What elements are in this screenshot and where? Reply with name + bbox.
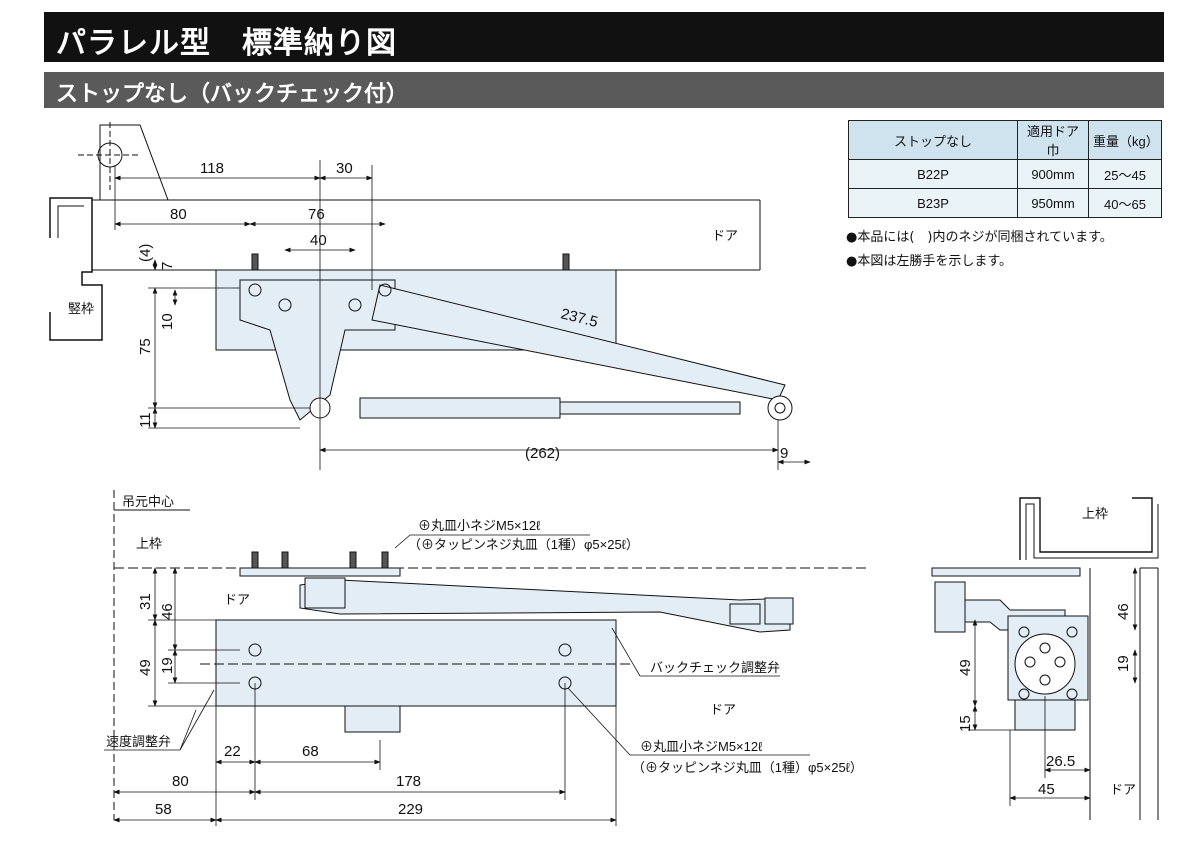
spec-model: B23P [848,188,1018,218]
dim-label: 9 [780,445,788,462]
top-view [49,122,811,470]
dim-label: 49 [137,659,154,676]
top-frame [1019,497,1153,560]
spec-header: ストップなし [848,120,1018,160]
top-frame-inner [1025,503,1159,560]
door-label: ドア [712,228,738,243]
side-frame [49,197,103,341]
dim-label: 15 [957,715,974,732]
dim-label: 40 [310,232,327,249]
side-view [931,497,1159,820]
closer-body [215,619,617,707]
dim-label: 46 [159,603,176,620]
notes: ●本品には( )内のネジが同梱されています。 ●本図は左勝手を示します。 [846,226,1113,274]
dim-label: 58 [155,801,172,818]
spec-table: ストップなし 適用ドア巾 重量（kg） B22P 900mm 25〜45 B23… [848,120,1162,218]
spec-weight: 25〜45 [1088,159,1162,189]
spec-weight: 40〜65 [1088,188,1162,218]
page-title: パラレル型 標準納り図 [56,26,397,61]
door-label: ドア [710,702,736,717]
dim-label: 19 [159,657,176,674]
mount-plate [239,567,401,577]
dim-label: 68 [302,743,319,760]
spec-width: 950mm [1017,188,1089,218]
door-label: ドア [1110,782,1136,797]
page-subtitle: ストップなし（バックチェック付） [56,82,409,107]
spec-header: 重量（kg） [1088,120,1162,160]
dim-label: 76 [308,206,325,223]
spec-model: B22P [848,159,1018,189]
dim-label: 75 [137,338,154,355]
dim-label: 80 [170,206,187,223]
dim-label: 22 [224,743,241,760]
side-mount-plate [931,567,1081,577]
side-view-dims: 46 19 49 15 26.5 45 上枠 ドア [957,506,1136,798]
adjust-rod-thin [559,401,741,415]
top-frame-label: 上枠 [1082,506,1108,521]
center-label: 吊元中心 [122,494,174,509]
spec-header-row: ストップなし 適用ドア巾 重量（kg） [848,120,1162,160]
screw-label: （⊕タッピンネジ丸皿（1種）φ5×25ℓ） [408,537,639,552]
dim-label: 26.5 [1046,753,1075,770]
screw-label: ⊕丸皿小ネジM5×12ℓ [418,518,541,533]
door-label: ドア [224,592,250,607]
spec-row: B22P 900mm 25〜45 [848,159,1162,189]
dim-label: 49 [957,659,974,676]
frame-label: 竪枠 [68,301,94,316]
spec-width: 900mm [1017,159,1089,189]
arm-assembly [299,579,791,633]
dim-label: 80 [172,773,189,790]
dim-label: 46 [1115,603,1132,620]
dim-label: (4) [137,244,154,262]
front-view-dims: 31 46 49 19 22 68 80 178 58 229 吊元中心 上枠 … [106,494,863,818]
spec-row: B23P 950mm 40〜65 [848,188,1162,218]
adjust-rod [359,397,561,419]
side-frame-inner [57,205,84,238]
dim-label: (262) [525,445,560,462]
dim-label: 178 [396,773,421,790]
dim-label: 118 [200,160,224,177]
dim-label: 30 [336,160,353,177]
screw-label: ⊕丸皿小ネジM5×12ℓ [640,739,763,754]
note: ●本図は左勝手を示します。 [846,254,1013,269]
screw-label: （⊕タッピンネジ丸皿（1種）φ5×25ℓ） [632,760,863,775]
speed-valve-label: 速度調整弁 [106,734,171,749]
dim-label: 10 [159,313,176,330]
closer-shaft [344,705,401,733]
dim-label: 31 [137,593,154,610]
top-frame-label: 上枠 [136,536,162,551]
dim-label: 229 [398,801,423,818]
subtitle-bar: ストップなし（バックチェック付） [44,72,1164,108]
dim-label: 11 [137,412,154,428]
backcheck-valve-label: バックチェック調整弁 [650,660,780,675]
dim-label: 19 [1115,655,1132,672]
title-bar: パラレル型 標準納り図 [44,12,1164,62]
note: ●本品には( )内のネジが同梱されています。 [846,230,1113,245]
dim-label: 7 [159,262,176,270]
dim-label: 45 [1038,781,1055,798]
front-view [104,490,870,826]
